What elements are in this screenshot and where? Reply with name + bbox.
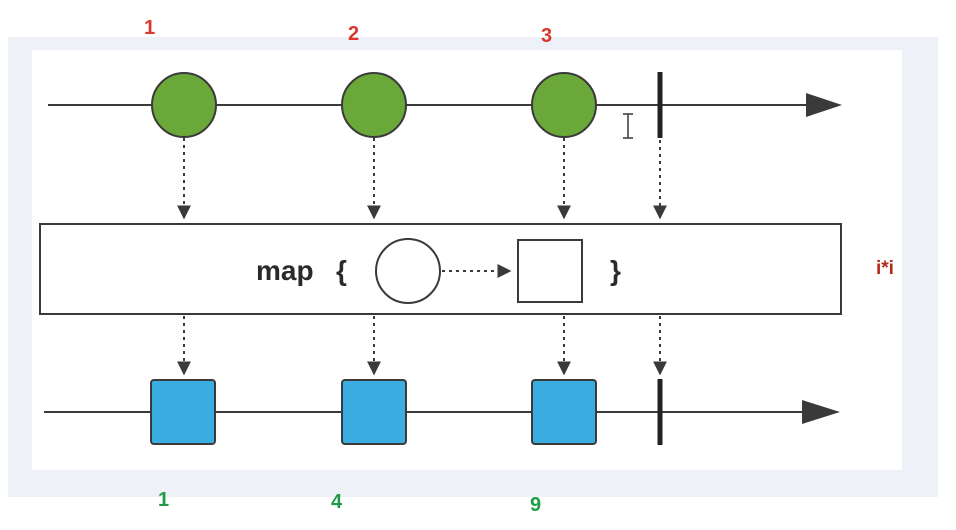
formula-label: i*i (876, 258, 894, 279)
operator-keyword: map (256, 255, 314, 286)
input-marble-2 (341, 72, 407, 138)
input-label-1: 1 (144, 17, 156, 39)
text-cursor-icon (623, 113, 633, 139)
output-marble-1 (150, 379, 216, 445)
output-timeline-arrowhead (802, 400, 840, 424)
output-marble-2 (341, 379, 407, 445)
input-label-2: 2 (348, 23, 360, 45)
input-label-3: 3 (541, 25, 553, 47)
input-marble-3 (531, 72, 597, 138)
output-label-1: 1 (158, 489, 170, 511)
operator-output-shape (517, 239, 583, 303)
input-timeline-arrowhead (806, 93, 842, 117)
operator-open-brace: { (336, 255, 347, 286)
operator-to-output-arrows (177, 316, 667, 376)
operator-close-brace: } (610, 255, 621, 286)
input-to-operator-arrows (177, 138, 667, 220)
input-marble-1 (151, 72, 217, 138)
output-label-3: 9 (530, 494, 542, 516)
output-marble-3 (531, 379, 597, 445)
operator-input-shape (375, 238, 441, 304)
output-label-2: 4 (331, 491, 343, 513)
